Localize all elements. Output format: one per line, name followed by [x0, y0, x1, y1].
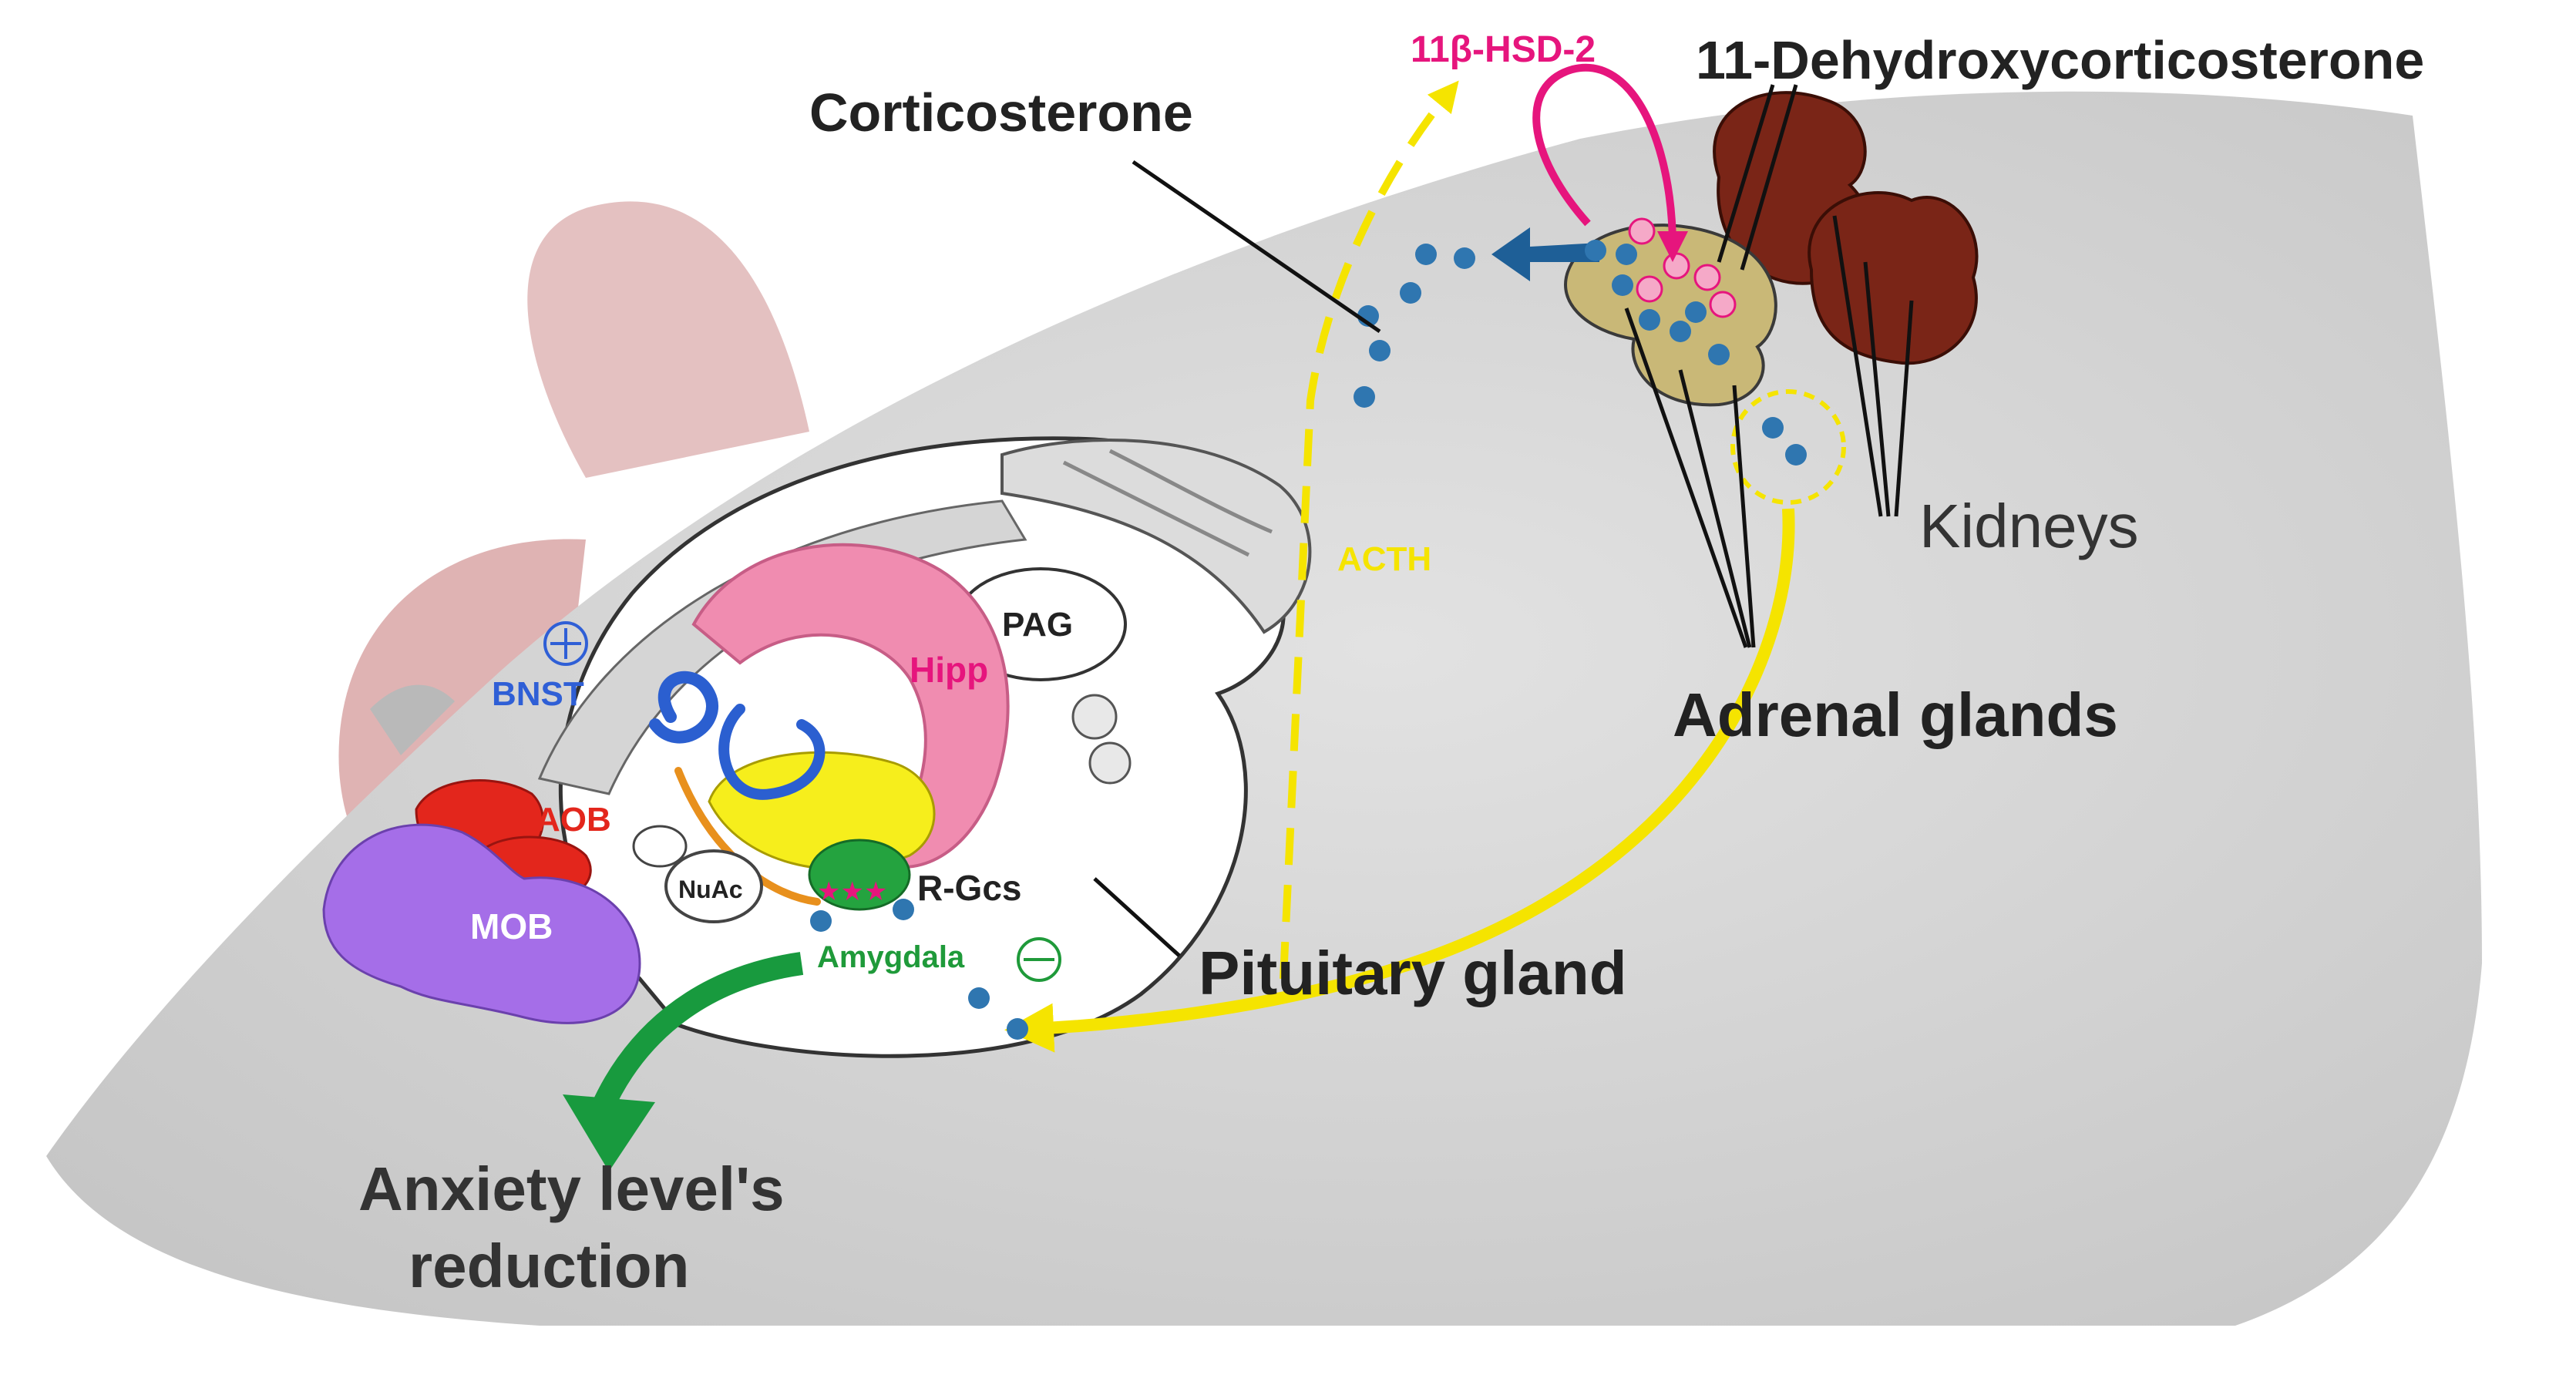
acth-path [1280, 80, 1459, 980]
minus-circle [1017, 937, 1061, 982]
brain: ★★★ [322, 436, 1312, 1058]
kidneys-leader-1 [1832, 215, 1883, 517]
label-hormone: Corticosterone [809, 82, 1193, 143]
adrenal-pink-dot-3 [1693, 264, 1721, 291]
kidneys-leader-3 [1894, 300, 1914, 517]
minus-circle-icon [1017, 937, 1061, 982]
hormone-dot [1415, 244, 1437, 265]
hormone-dot [1585, 240, 1606, 261]
small-nucleus-2 [1088, 741, 1132, 785]
small-nucleus-1 [1071, 694, 1118, 740]
cerebellum-fold-1 [1062, 460, 1250, 557]
amygdala-region [808, 839, 911, 911]
outcome-arrow [590, 952, 804, 1115]
hormone-dot [893, 899, 914, 920]
plus-circle-icon [543, 621, 588, 666]
label-outcome-line1: Anxiety level's [358, 1155, 785, 1223]
cerebellum [1000, 438, 1312, 634]
hormone-dot [1454, 247, 1475, 269]
ear-back [527, 201, 809, 478]
hormone-dot [1785, 444, 1807, 466]
corticosterone-return-path [1004, 508, 1795, 1053]
label-bnst: BNST [492, 675, 584, 713]
adrenal-release-circle [1730, 389, 1846, 505]
label-hipp: Hipp [910, 650, 988, 690]
label-product: 11-Dehydroxycorticosterone [1696, 30, 2424, 90]
label-enzyme: 11β-HSD-2 [1411, 29, 1596, 70]
label-rgcs: R-Gcs [917, 868, 1021, 908]
adrenal-pink-dot-4 [1636, 275, 1663, 303]
mob-region [322, 823, 641, 1024]
hormone-dot [1762, 417, 1784, 439]
hormone-dot [1685, 301, 1707, 323]
label-kidneys: Kidneys [1919, 492, 2139, 560]
adrenal-leader-1 [1624, 308, 1748, 648]
blue-curl-2 [718, 704, 826, 800]
hormone-dot [968, 987, 990, 1009]
adrenal-pink-dot-1 [1628, 217, 1656, 245]
product-leader-1 [1717, 84, 1775, 263]
enzyme-loop-arrow [1532, 63, 1688, 262]
release-arrow [1491, 227, 1599, 281]
adrenal-leader-2 [1678, 369, 1752, 648]
outcome-arrowhead [563, 1094, 655, 1172]
nuac-region [664, 849, 763, 923]
pituitary-pointer [1093, 877, 1181, 957]
cerebellum-fold-2 [1108, 449, 1273, 534]
label-pag: PAG [1002, 606, 1073, 644]
hormone-dot [1612, 274, 1633, 296]
amygdala-stars-icon: ★★★ [817, 876, 887, 907]
corticosterone-leader [1132, 160, 1381, 334]
hormone-dot [1007, 1018, 1028, 1040]
hormone-dot [1369, 340, 1391, 361]
hipp-region [691, 543, 1010, 869]
label-outcome-line2: reduction [409, 1232, 689, 1300]
yellow-region [708, 751, 936, 871]
blue-curl-1 [649, 671, 718, 744]
adrenal-pink-dot-5 [1709, 291, 1737, 318]
hormone-dot [810, 910, 832, 932]
adrenal-pink-dot-2 [1663, 252, 1690, 280]
label-adrenal: Adrenal glands [1673, 681, 2118, 749]
label-amygdala: Amygdala [817, 940, 965, 974]
label-pituitary: Pituitary gland [1199, 939, 1627, 1007]
label-mob: MOB [470, 906, 553, 946]
corticosterone-dots [810, 240, 1807, 1040]
hormone-dot [1670, 321, 1691, 342]
kidneys-leader-2 [1863, 261, 1891, 517]
product-leader-2 [1740, 84, 1798, 271]
adrenal-leader-3 [1732, 385, 1756, 648]
hormone-dot [1708, 344, 1730, 365]
hormone-dot [1354, 386, 1375, 408]
hormone-dot [1616, 244, 1637, 265]
label-nuac: NuAc [678, 876, 743, 903]
hormone-dot [1639, 309, 1660, 331]
label-aob: AOB [536, 801, 611, 839]
plus-circle [543, 621, 588, 666]
hormone-dot [1400, 282, 1421, 304]
label-acth: ACTH [1337, 540, 1431, 578]
snout-tip [370, 684, 455, 755]
nuac-small [632, 825, 688, 868]
